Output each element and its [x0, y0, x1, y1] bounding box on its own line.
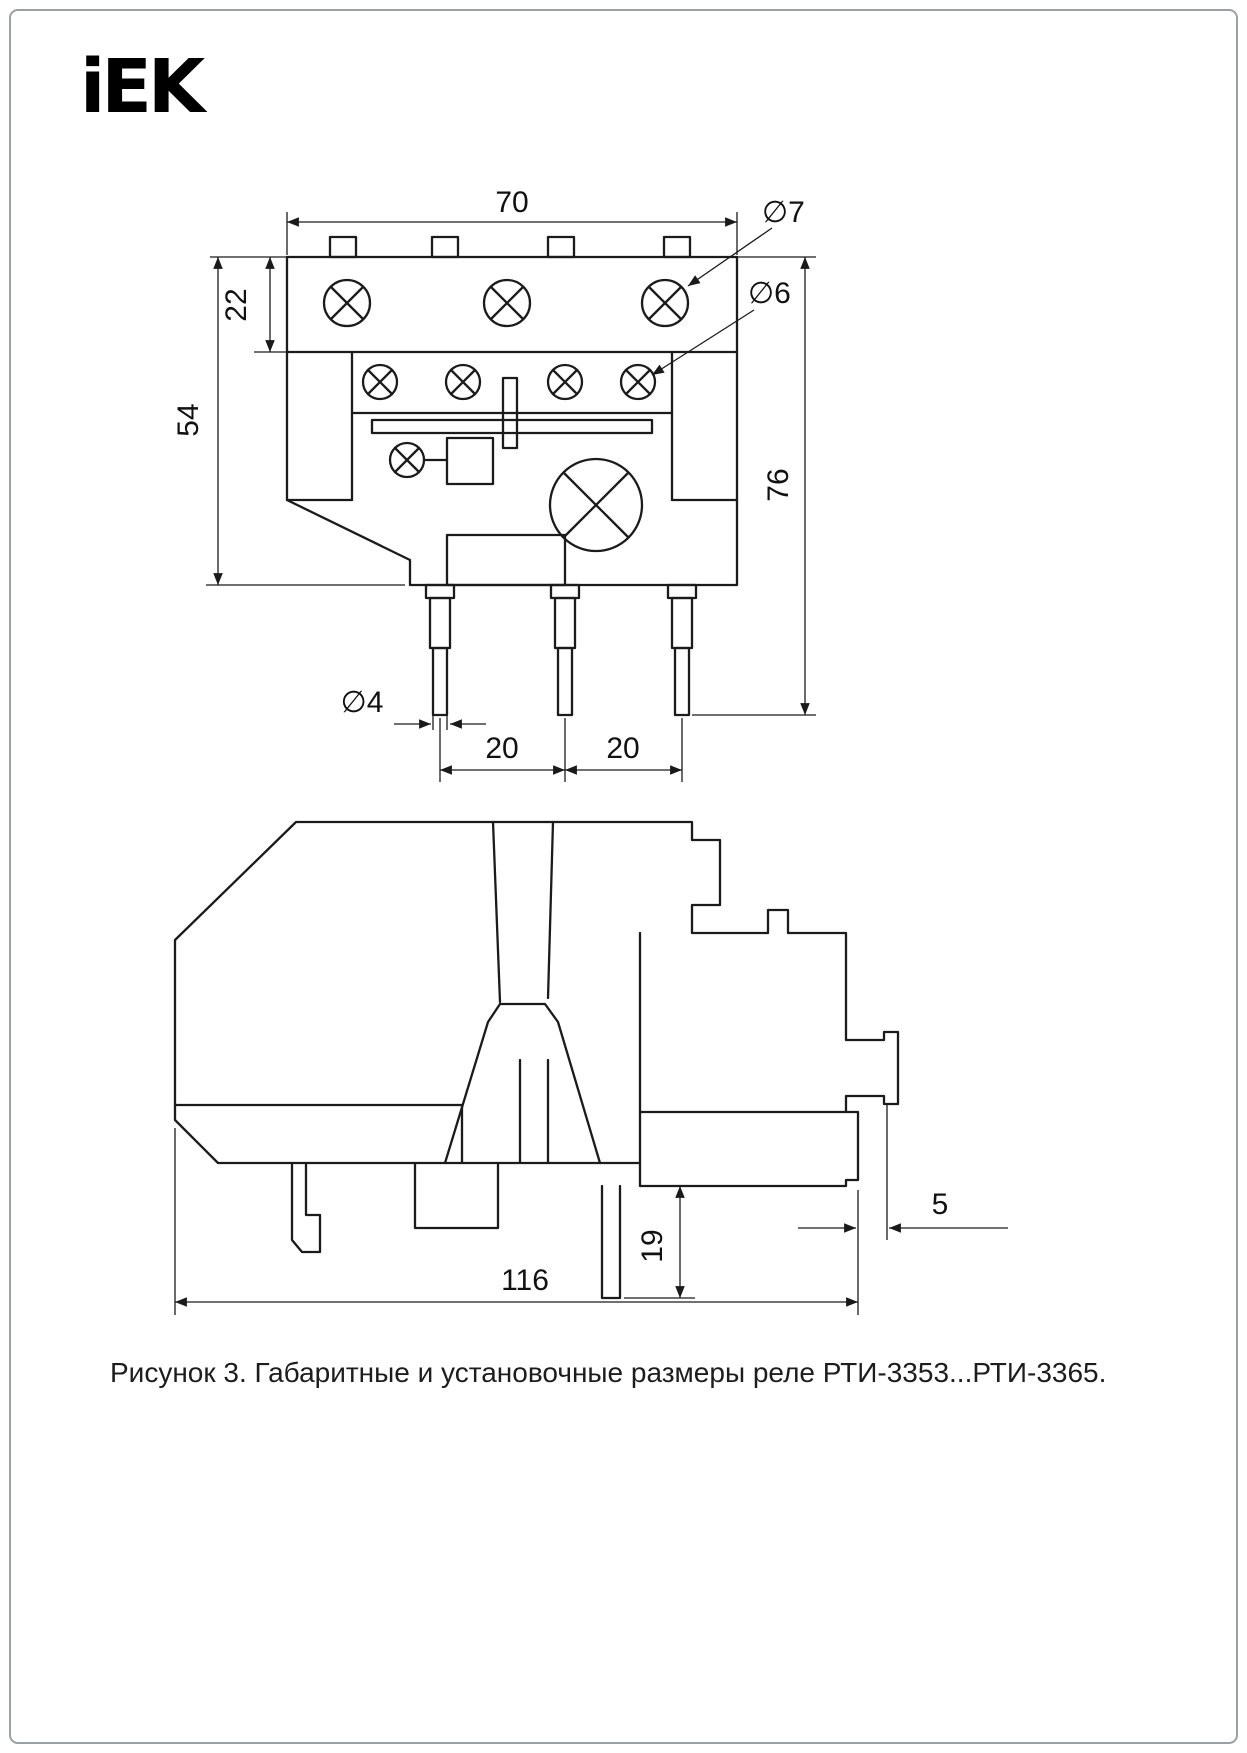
- dim-pin-length: 19: [636, 1229, 669, 1262]
- dim-depth: 116: [501, 1264, 549, 1297]
- test-button: [445, 436, 495, 486]
- terminal-screws-large: [322, 278, 690, 328]
- bottom-foot: [445, 533, 567, 587]
- figure-caption: Рисунок 3. Габаритные и установочные раз…: [110, 1357, 1106, 1388]
- terminal-strip: [370, 418, 654, 435]
- side-pin: [600, 1184, 622, 1300]
- dim-rail-gap: 5: [932, 1188, 949, 1221]
- clip-profile: [443, 1002, 602, 1165]
- dia-label-4: ∅4: [341, 686, 384, 719]
- din-hook: [290, 1161, 322, 1254]
- dim-body-height: 54: [172, 403, 205, 436]
- side-body-outline: [173, 820, 900, 1188]
- iek-logo: iEK: [80, 44, 208, 130]
- center-post: [501, 376, 519, 450]
- dim-pin-pitch-2: 20: [606, 732, 639, 765]
- dim-pin-pitch-1: 20: [485, 732, 518, 765]
- adjust-dial: [548, 457, 644, 553]
- front-view-drawing: 70 22 54 76 ∅7 ∅6 ∅4 20 20: [172, 186, 816, 782]
- side-view-drawing: 116 19 5: [173, 820, 1008, 1315]
- dim-terminal-row-height: 22: [220, 288, 253, 321]
- top-tab: [328, 235, 358, 259]
- top-tab: [546, 235, 576, 259]
- dia-label-6: ∅6: [748, 277, 791, 310]
- mount-foot: [413, 1161, 500, 1230]
- page-border: [9, 9, 1238, 1744]
- terminal-screws-small: [361, 363, 657, 401]
- connection-pins: [424, 583, 698, 717]
- top-tab: [430, 235, 460, 259]
- dim-overall-height: 76: [762, 468, 795, 501]
- top-tab: [662, 235, 692, 259]
- dia-label-7: ∅7: [762, 196, 805, 229]
- dim-top-width: 70: [495, 186, 528, 219]
